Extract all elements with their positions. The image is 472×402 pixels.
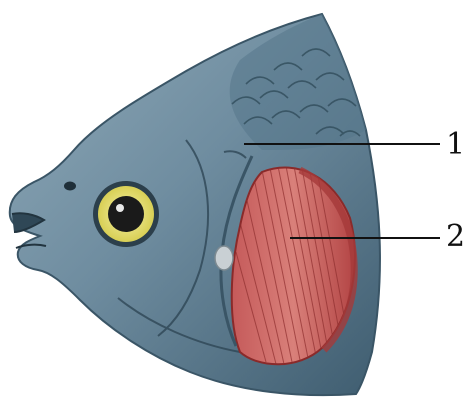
gills <box>232 166 355 364</box>
callout-label-2: 2 <box>446 222 465 252</box>
nostril <box>64 182 76 191</box>
eye <box>93 181 159 247</box>
callout-label-1: 1 <box>446 130 465 160</box>
pale-structure <box>215 246 233 270</box>
